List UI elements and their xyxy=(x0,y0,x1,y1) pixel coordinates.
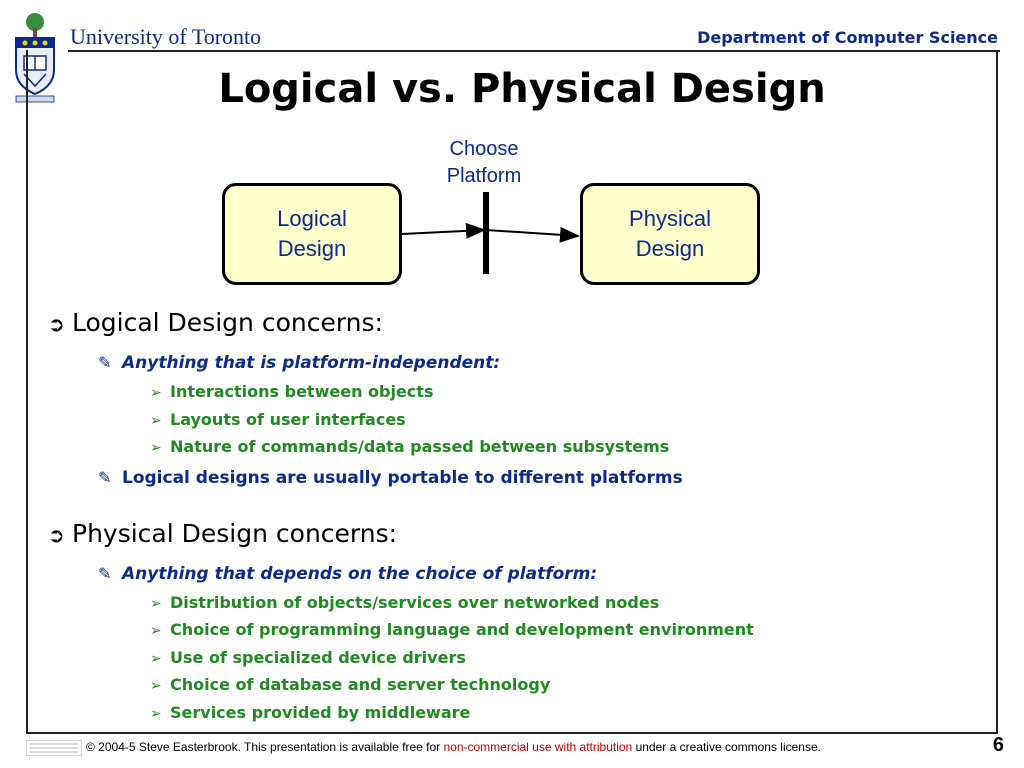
section-heading-text: Physical Design concerns: xyxy=(72,519,398,548)
list-item: ✎ Logical designs are usually portable to… xyxy=(98,468,683,488)
pencil-bullet-icon: ✎ xyxy=(98,353,112,372)
page-number: 6 xyxy=(992,734,1004,756)
divider-to-physical-arrow xyxy=(485,226,580,243)
footer-text-prefix: © 2004-5 Steve Easterbrook. This present… xyxy=(86,740,444,754)
sub-list-item: ➢ Layouts of user interfaces xyxy=(150,410,406,429)
pencil-bullet-icon: ✎ xyxy=(98,564,112,583)
sub-list-item: ➢ Choice of database and server technolog… xyxy=(150,675,550,694)
university-name: University of Toronto xyxy=(70,24,262,49)
chevron-bullet-icon: ➢ xyxy=(150,385,162,401)
chevron-bullet-icon: ➢ xyxy=(150,440,162,456)
footer-license: © 2004-5 Steve Easterbrook. This present… xyxy=(86,740,821,754)
chevron-bullet-icon: ➢ xyxy=(150,413,162,429)
choose-platform-label: Choose Platform xyxy=(424,136,544,190)
pencil-bullet-icon: ✎ xyxy=(98,468,112,487)
logical-box-line-2: Design xyxy=(277,236,347,261)
logical-to-divider-arrow xyxy=(401,222,486,239)
header-divider xyxy=(68,50,1000,52)
logical-box-line-1: Logical xyxy=(277,206,347,231)
section-heading-logical: ➲ Logical Design concerns: xyxy=(48,308,383,337)
sub-list-item: ➢ Use of specialized device drivers xyxy=(150,648,466,667)
list-item: ✎ Anything that is platform-independent: xyxy=(98,353,500,373)
choose-platform-line-1: Choose xyxy=(449,138,519,160)
creative-commons-logo-icon xyxy=(25,739,83,757)
logical-design-box: Logical Design xyxy=(222,183,402,285)
sub-list-item: ➢ Distribution of objects/services over n… xyxy=(150,593,659,612)
sub-list-item-text: Distribution of objects/services over ne… xyxy=(170,593,660,612)
physical-design-box: Physical Design xyxy=(580,183,760,285)
sub-list-item-text: Services provided by middleware xyxy=(170,703,471,722)
arrow-bullet-icon: ➲ xyxy=(48,312,65,336)
list-item-text: Anything that depends on the choice of p… xyxy=(122,564,598,584)
department-name: Department of Computer Science xyxy=(697,28,998,47)
section-heading-text: Logical Design concerns: xyxy=(72,308,383,337)
arrow-bullet-icon: ➲ xyxy=(48,523,65,547)
chevron-bullet-icon: ➢ xyxy=(150,678,162,694)
slide-title: Logical vs. Physical Design xyxy=(218,66,826,112)
sub-list-item: ➢ Services provided by middleware xyxy=(150,703,470,722)
section-heading-physical: ➲ Physical Design concerns: xyxy=(48,519,397,548)
physical-box-line-1: Physical xyxy=(629,206,711,231)
sub-list-item: ➢ Choice of programming language and deve… xyxy=(150,620,754,639)
sub-list-item-text: Choice of database and server technology xyxy=(170,675,551,694)
choose-platform-line-2: Platform xyxy=(446,165,522,187)
chevron-bullet-icon: ➢ xyxy=(150,706,162,722)
university-crest-icon xyxy=(10,12,60,104)
slide-frame xyxy=(26,50,998,734)
chevron-bullet-icon: ➢ xyxy=(150,596,162,612)
list-item-text: Anything that is platform-independent: xyxy=(122,353,501,373)
sub-list-item-text: Layouts of user interfaces xyxy=(170,410,406,429)
chevron-bullet-icon: ➢ xyxy=(150,651,162,667)
sub-list-item-text: Nature of commands/data passed between s… xyxy=(170,437,670,456)
sub-list-item-text: Interactions between objects xyxy=(170,382,434,401)
physical-box-line-2: Design xyxy=(635,236,705,261)
sub-list-item-text: Use of specialized device drivers xyxy=(170,648,466,667)
list-item-text: Logical designs are usually portable to … xyxy=(122,468,683,488)
list-item: ✎ Anything that depends on the choice of … xyxy=(98,564,597,584)
sub-list-item: ➢ Interactions between objects xyxy=(150,382,433,401)
footer-text-suffix: under a creative commons license. xyxy=(632,740,821,754)
sub-list-item-text: Choice of programming language and devel… xyxy=(170,620,754,639)
chevron-bullet-icon: ➢ xyxy=(150,623,162,639)
sub-list-item: ➢ Nature of commands/data passed between … xyxy=(150,437,669,456)
license-link[interactable]: non-commercial use with attribution xyxy=(443,740,633,754)
